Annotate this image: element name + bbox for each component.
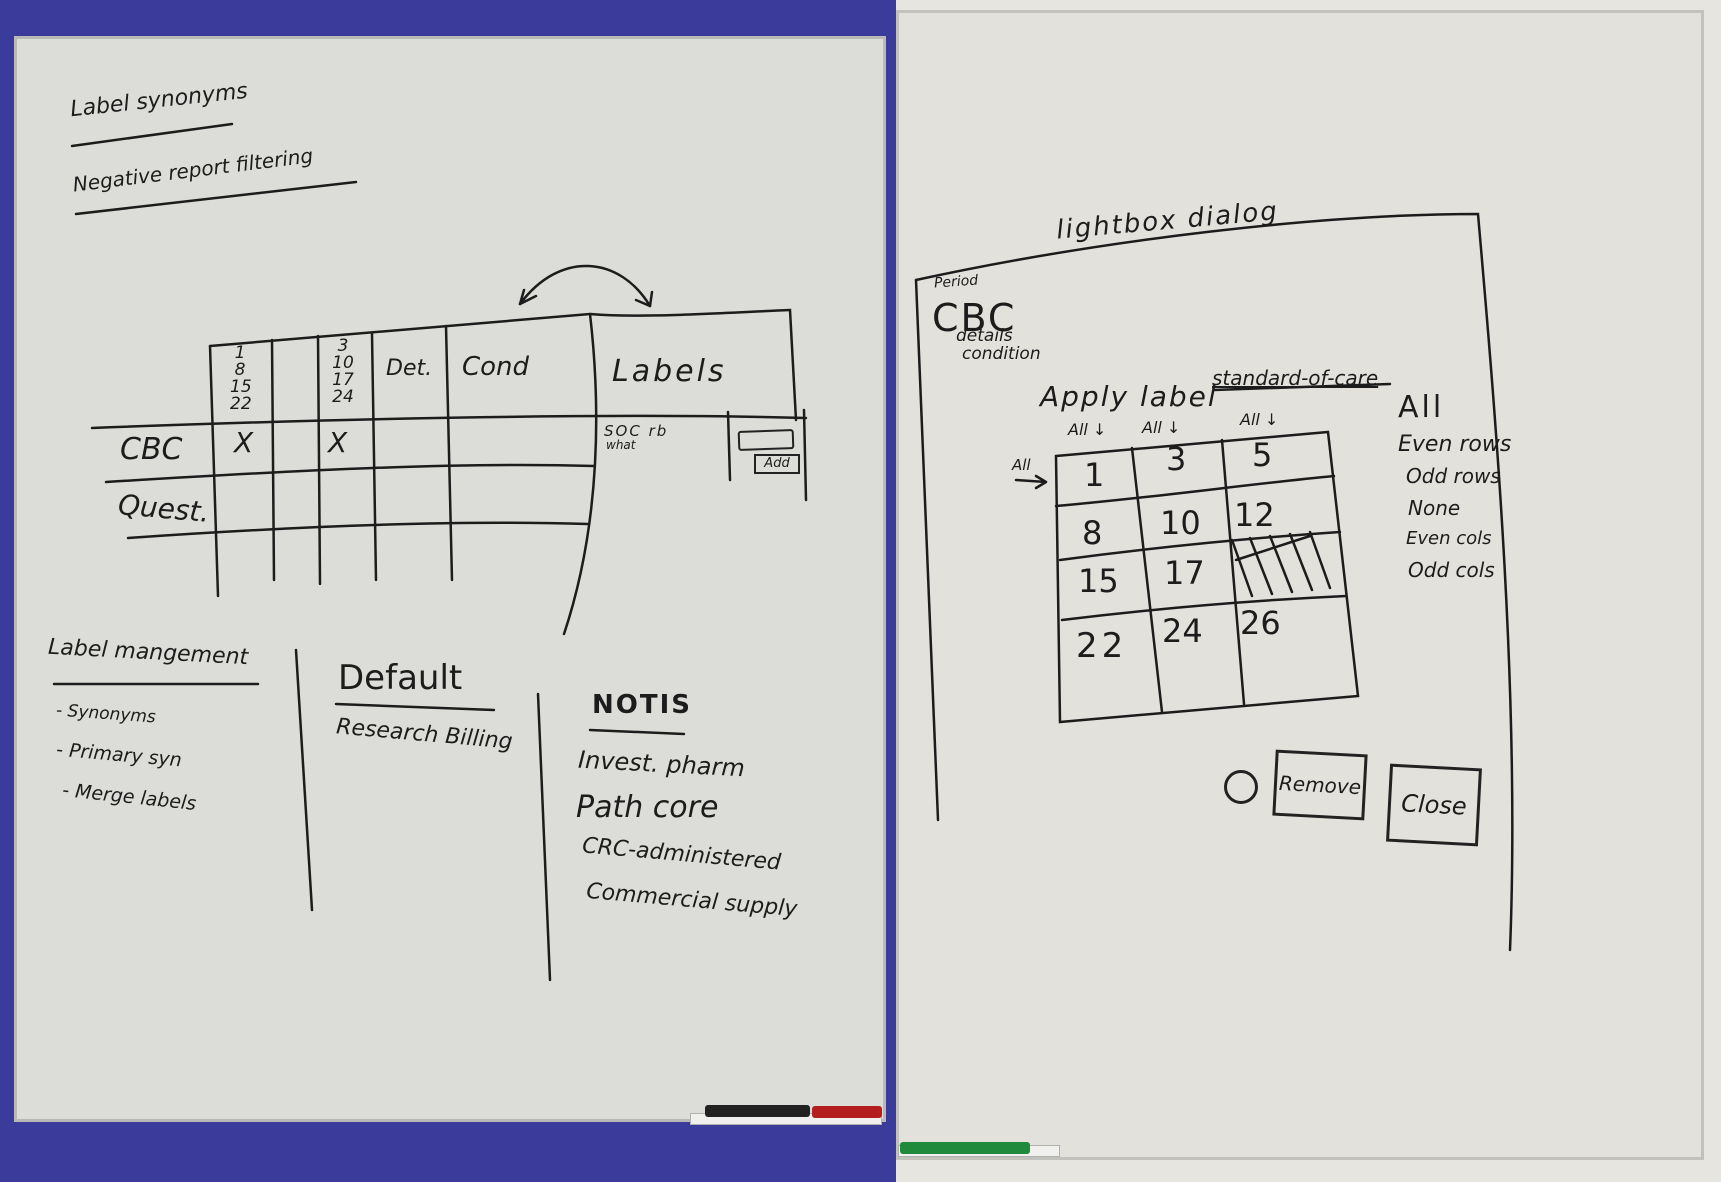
dialog-header-details: details [956,326,1013,346]
option-even-rows[interactable]: Even rows [1398,432,1512,457]
grid-cell[interactable]: 8 [1082,514,1103,552]
col-header-det: Det. [386,356,433,381]
spinner-icon [1224,770,1258,804]
grid-cell[interactable]: 3 [1166,440,1187,478]
apply-label-text: Apply label [1040,380,1218,413]
cbc-mark-col-b: X [328,426,348,459]
default-title: Default [338,658,463,698]
grid-cell[interactable]: 12 [1234,496,1275,534]
option-odd-cols[interactable]: Odd cols [1408,558,1495,582]
grid-cell[interactable]: 24 [1162,612,1203,650]
col-select-all-2[interactable]: All ↓ [1142,418,1181,437]
notis-item: Path core [576,790,719,825]
col-header-labels: Labels [612,354,727,389]
notis-title: NOTIS [592,690,692,720]
col-select-all-1[interactable]: All ↓ [1068,420,1107,439]
marker-green [900,1142,1030,1154]
whiteboard-left [14,36,886,1122]
grid-cell[interactable]: 15 [1078,562,1119,600]
option-even-cols[interactable]: Even cols [1406,528,1492,549]
dialog-header-condition: condition [962,344,1041,364]
option-odd-rows[interactable]: Odd rows [1406,464,1501,488]
apply-label-value[interactable]: standard-of-care [1212,366,1379,390]
grid-cell[interactable]: 10 [1160,504,1201,542]
cbc-mark-col-a: X [234,426,254,459]
row-select-all[interactable]: All [1012,456,1031,474]
label-cell-subtext: what [606,438,636,452]
label-input-box[interactable] [737,429,795,451]
add-label-button[interactable]: Add [754,454,800,474]
grid-cell[interactable]: 17 [1164,554,1205,592]
option-none[interactable]: None [1408,496,1461,520]
dialog-header-small: Period [933,272,979,292]
whiteboard-right [896,10,1704,1160]
row-label-cbc: CBC [120,432,183,467]
marker-black [705,1105,810,1117]
grid-cell[interactable]: 5 [1252,436,1273,474]
col-select-all-3[interactable]: All ↓ [1240,410,1279,429]
close-button[interactable]: Close [1386,763,1482,847]
grid-cell[interactable]: 22 [1076,626,1128,666]
marker-red [812,1106,882,1118]
option-all[interactable]: All [1398,390,1445,425]
grid-cell[interactable]: 26 [1240,604,1281,642]
grid-cell[interactable]: 1 [1084,456,1105,494]
remove-button[interactable]: Remove [1272,749,1368,821]
col-header-cond: Cond [462,352,530,382]
